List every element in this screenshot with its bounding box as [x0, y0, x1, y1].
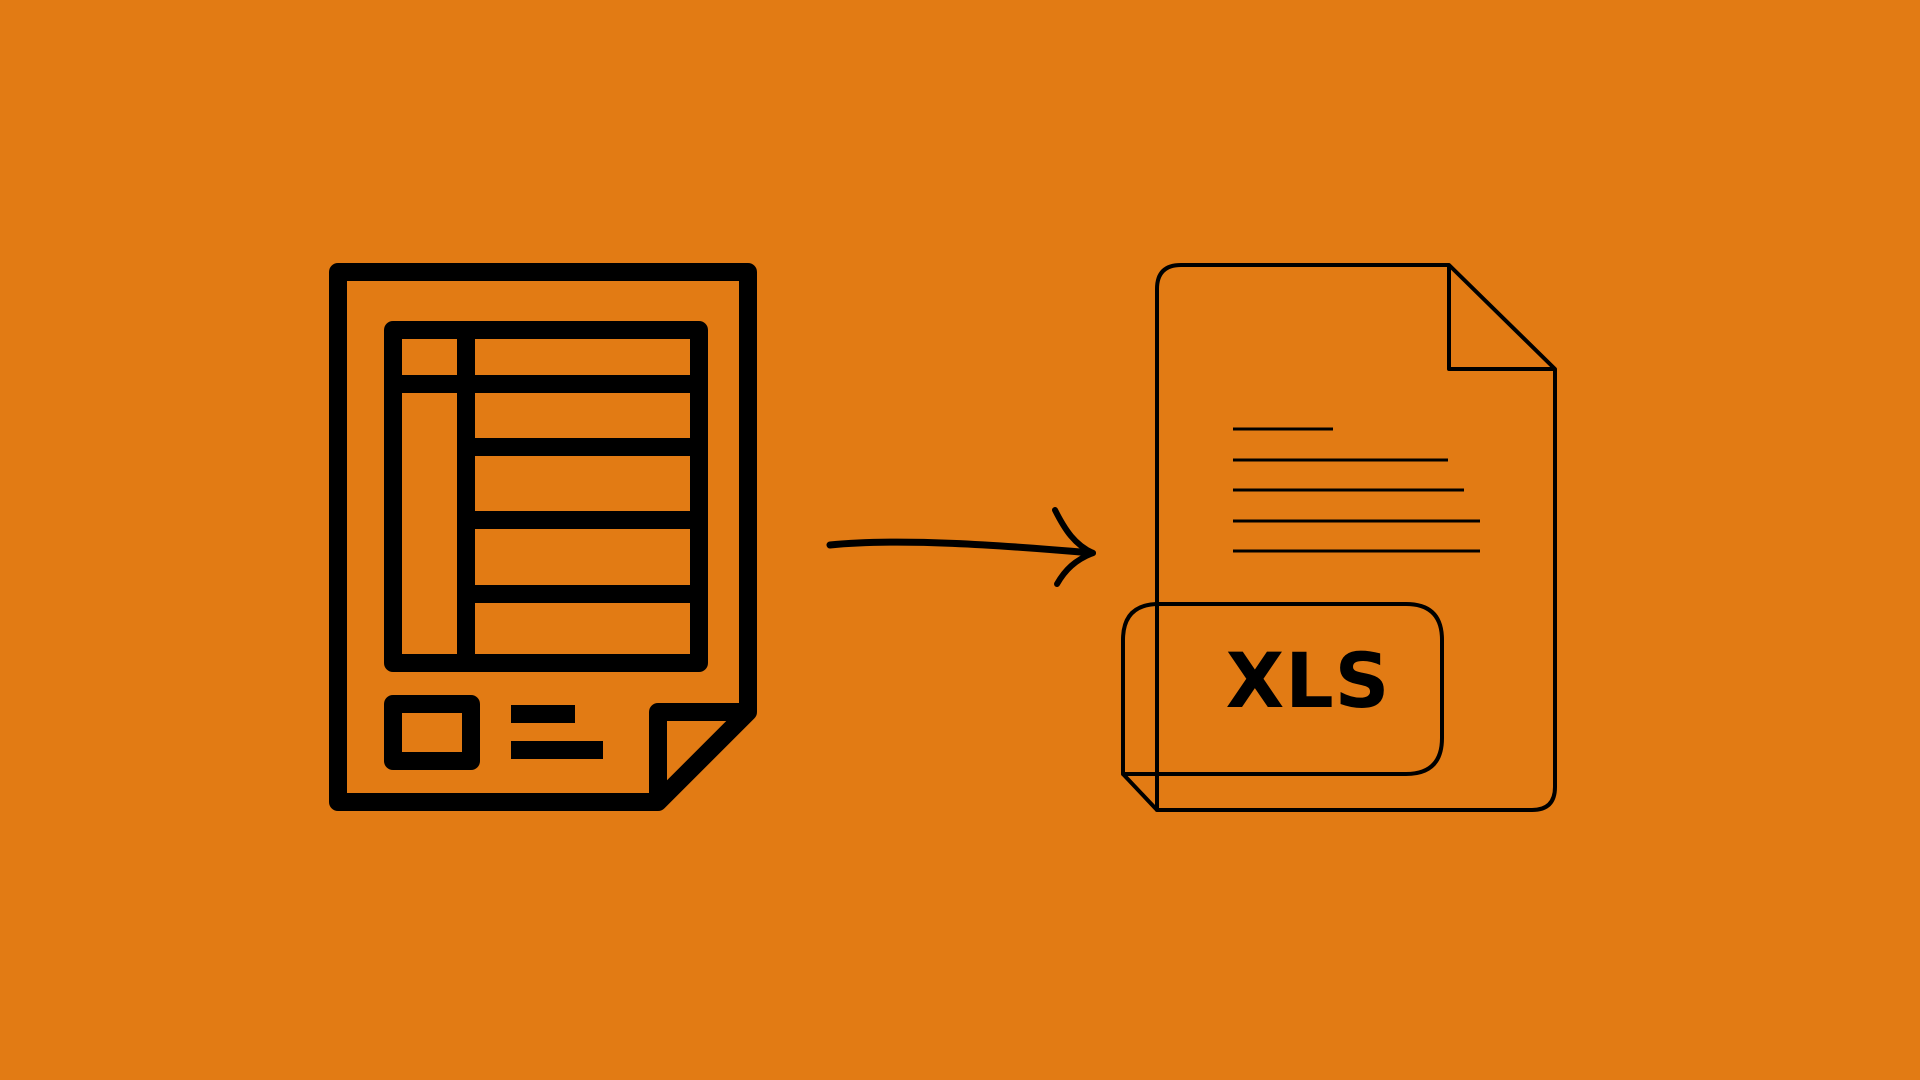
- arrow-right-icon: [826, 507, 1096, 587]
- xls-file-icon: [1121, 263, 1557, 812]
- spreadsheet-lines-icon: [511, 705, 603, 759]
- xls-label: XLS: [1225, 635, 1391, 725]
- spreadsheet-document-icon: [329, 263, 757, 811]
